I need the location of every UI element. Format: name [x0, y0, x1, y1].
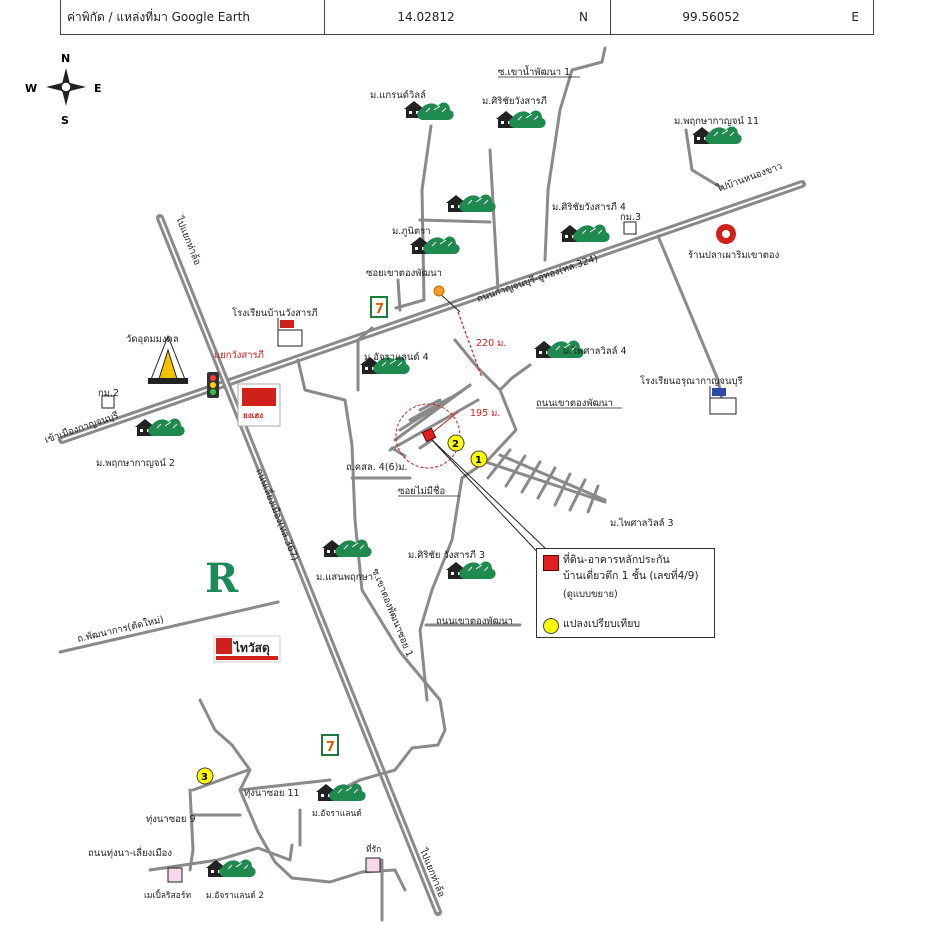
label-m-sirichai-4: ม.ศิริชัยวังสารภี 4: [552, 201, 626, 213]
subject-legend-swatch: [543, 555, 559, 571]
yong-heng-logo-icon: ยงเฮง: [237, 383, 281, 427]
label-fish-shop: ร้านปลาเผาริมเขาตอง: [688, 250, 779, 261]
sun-marker-icon: [433, 285, 445, 297]
label-m-saenpruksa: ม.แสนพฤกษา: [316, 572, 373, 583]
longitude-direction: E: [851, 10, 859, 24]
compass-s: S: [61, 114, 69, 127]
label-m-sirichai-wangsarapi: ม.ศิริชัยวังสารภี: [482, 95, 547, 107]
label-rd-khao-tong-pattana-2: ถนนเขาตองพัฒนา: [436, 616, 513, 627]
coordinate-source-label: ค่าพิกัด / แหล่งที่มา Google Earth: [61, 0, 325, 34]
label-yaek-wangsarapi: แยกวังสารภี: [214, 349, 264, 361]
label-rd-khao-tong-pattana: ถนนเขาตองพัฒนา: [536, 398, 613, 409]
school-wangsarapi-icon: [277, 318, 303, 347]
comparison-marker-1[interactable]: 1: [470, 450, 488, 468]
legend-subject-line3: (ดูแบบขยาย): [563, 589, 618, 600]
svg-text:7: 7: [326, 740, 335, 755]
label-rd-367: ถนนเลี่ยงเมือง(ทล.367): [253, 466, 302, 562]
longitude-value: 99.56052: [682, 10, 740, 24]
comparison-marker-3[interactable]: 3: [196, 767, 214, 785]
road-network: [58, 46, 806, 922]
label-km3: กม.3: [620, 212, 641, 223]
svg-text:7: 7: [375, 302, 384, 317]
comparison-marker-2[interactable]: 2: [447, 434, 465, 452]
resort-icon: [167, 867, 183, 883]
compass-w: W: [25, 82, 37, 95]
label-soi-khao-ngam: ซ.เขาน้ำพัฒนา 1: [498, 65, 570, 78]
seven-eleven-icon: 7: [370, 296, 388, 318]
km2-icon: [101, 395, 115, 409]
label-road-324: ถนนกาญจนบุรี-อู่ทอง(ทล.324): [475, 252, 599, 305]
svg-text:3: 3: [201, 772, 208, 783]
label-dist-220: 220 ม.: [476, 338, 506, 349]
latitude-direction: N: [505, 0, 611, 34]
label-school-wangsarapi: โรงเรียนบ้านวังสารภี: [232, 307, 318, 319]
thaiwatsadu-logo-icon: ไทวัสดุ: [213, 635, 281, 663]
label-m-paisarnville-4: ม.ไพศาลวิลล์ 4: [563, 345, 627, 357]
label-soi-no-name: ซอยไม่มีชื่อ: [398, 484, 445, 497]
label-thung-na-soi-11: ทุ่งนาซอย 11: [244, 788, 300, 799]
label-soi-khao-tong-pattana: ซอยเขาตองพัฒนา: [366, 268, 442, 279]
label-wat-udom-mongkol: วัดอุดมมงคล: [126, 334, 179, 345]
svg-text:ไทวัสดุ: ไทวัสดุ: [232, 640, 270, 656]
svg-text:R: R: [205, 555, 239, 602]
label-dist-195: 195 ม.: [470, 408, 500, 419]
svg-text:1: 1: [475, 455, 482, 466]
svg-text:ยงเฮง: ยงเฮง: [243, 411, 263, 420]
temple-icon: [148, 334, 188, 384]
r-logo-icon: R: [205, 555, 239, 602]
label-m-phunithra: ม.ภูนิตรา: [392, 226, 431, 237]
coordinate-table: ค่าพิกัด / แหล่งที่มา Google Earth 14.02…: [60, 0, 874, 35]
legend-comparison: แปลงเปรียบเทียบ: [563, 618, 641, 630]
map-legend: ที่ดิน-อาคารหลักประกัน บ้านเดี่ยวตึก 1 ช…: [536, 548, 715, 638]
label-km2: กม.2: [98, 388, 119, 399]
school-karuna-icon: [709, 386, 737, 415]
label-m-paisarnville-3: ม.ไพศาลวิลล์ 3: [610, 517, 674, 529]
legend-subject-line1: ที่ดิน-อาคารหลักประกัน: [563, 554, 670, 566]
latitude-value: 14.02812: [397, 10, 455, 24]
label-m-achara-land: ม.อัจราแลนด์: [312, 808, 362, 819]
fish-shop-icon: [716, 224, 736, 244]
label-m-achara-land-2: ม.อัจราแลนด์ 2: [206, 890, 264, 901]
compass-rose: N S W E: [25, 52, 102, 127]
label-m-pruksa-2: ม.พฤกษากาญจน์ 2: [96, 457, 175, 469]
label-so-sor-dor: ถ.คสล. 4(6)ม.: [346, 462, 408, 473]
seven-eleven-south-icon: 7: [321, 734, 339, 756]
label-m-pruksa-11: ม.พฤกษากาญจน์ 11: [674, 115, 759, 127]
label-church: ที่รัก: [366, 843, 381, 855]
comparison-legend-swatch: [543, 618, 559, 634]
label-maiphirat: เมเปิ้ลริสอร์ท: [144, 889, 191, 901]
label-m-achara-land-4: ม.อัจราแลนด์ 4: [364, 351, 429, 363]
traffic-light-icon: [207, 372, 219, 398]
label-rd-pattanakarn: ถ.พัฒนาการ(ตัดใหม่): [76, 613, 165, 645]
compass-e: E: [94, 82, 102, 95]
label-thung-na-soi-9: ทุ่งนาซอย 9: [146, 814, 196, 825]
label-m-grandville: ม.แกรนด์วิลล์: [370, 89, 426, 101]
label-m-sirichai-3: ม.ศิริชัย วังสารภี 3: [408, 549, 485, 561]
subject-property-icon: [421, 427, 437, 443]
compass-n: N: [61, 52, 70, 65]
svg-text:2: 2: [452, 439, 459, 450]
legend-subject-line2: บ้านเดี่ยวตึก 1 ชั้น (เลขที่4/9): [563, 570, 699, 582]
km3-icon: [623, 221, 637, 235]
church-icon: [365, 857, 381, 873]
label-school-karuna: โรงเรียนอรุณากาญจนบุรี: [640, 375, 743, 387]
label-rd-thungna: ถนนทุ่งนา-เลี่ยงเมือง: [88, 846, 172, 859]
map-labels: ซ.เขาน้ำพัฒนา 1 ม.แกรนด์วิลล์ ม.ศิริชัยว…: [43, 65, 784, 901]
